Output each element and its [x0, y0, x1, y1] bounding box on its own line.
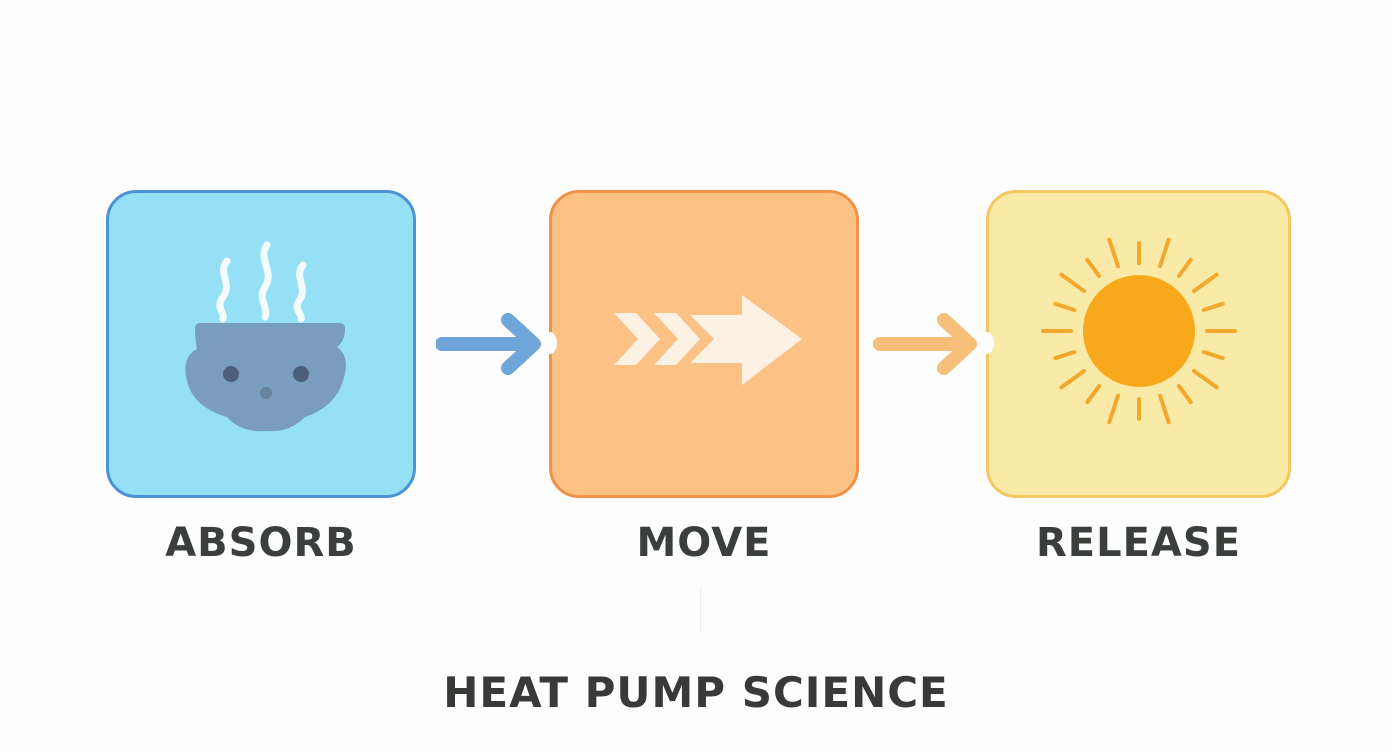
steaming-pot-icon — [185, 241, 346, 432]
sun-ray — [1192, 368, 1219, 390]
sun-ray — [1059, 272, 1086, 294]
steam-wisp — [258, 241, 272, 321]
pot-body — [185, 323, 346, 432]
sun-ray — [1053, 350, 1077, 361]
sun-rays — [1041, 237, 1237, 425]
sun-ray — [1107, 393, 1120, 425]
chevron-medium — [654, 313, 700, 365]
chevron-small — [614, 313, 660, 365]
sun-ray — [1201, 301, 1225, 312]
big-arrow — [690, 295, 802, 385]
sun-ray — [1158, 393, 1171, 425]
sun-ray — [1192, 272, 1219, 294]
connector-notch — [980, 332, 994, 354]
pot-nose — [260, 387, 272, 399]
sun-disc — [1083, 275, 1195, 387]
connector-notch — [543, 332, 557, 354]
release-label: RELEASE — [1035, 520, 1242, 566]
pot-eye-right — [293, 366, 309, 382]
pot-eye-left — [223, 366, 239, 382]
sun-ray — [1053, 301, 1077, 312]
steam-wisp — [216, 257, 231, 323]
sun-ray — [1107, 237, 1120, 269]
move-box — [543, 190, 859, 498]
arrow-right-icon — [436, 313, 541, 375]
forward-arrows-icon — [614, 295, 802, 385]
sun-ray — [1176, 257, 1193, 278]
absorb-label: ABSORB — [165, 520, 357, 566]
sun-icon — [1041, 237, 1237, 425]
absorb-box — [106, 190, 416, 498]
sun-ray — [1176, 384, 1193, 405]
move-label: MOVE — [636, 520, 772, 566]
sun-ray — [1158, 237, 1171, 269]
sun-ray — [1085, 257, 1102, 278]
divider-line — [700, 588, 701, 632]
release-box — [980, 190, 1291, 498]
steam-wisp — [293, 261, 307, 323]
sun-ray — [1059, 368, 1086, 390]
sun-ray — [1085, 384, 1102, 405]
arrow-right-icon — [873, 313, 977, 375]
sun-ray — [1201, 350, 1225, 361]
diagram-title: HEAT PUMP SCIENCE — [443, 668, 949, 717]
